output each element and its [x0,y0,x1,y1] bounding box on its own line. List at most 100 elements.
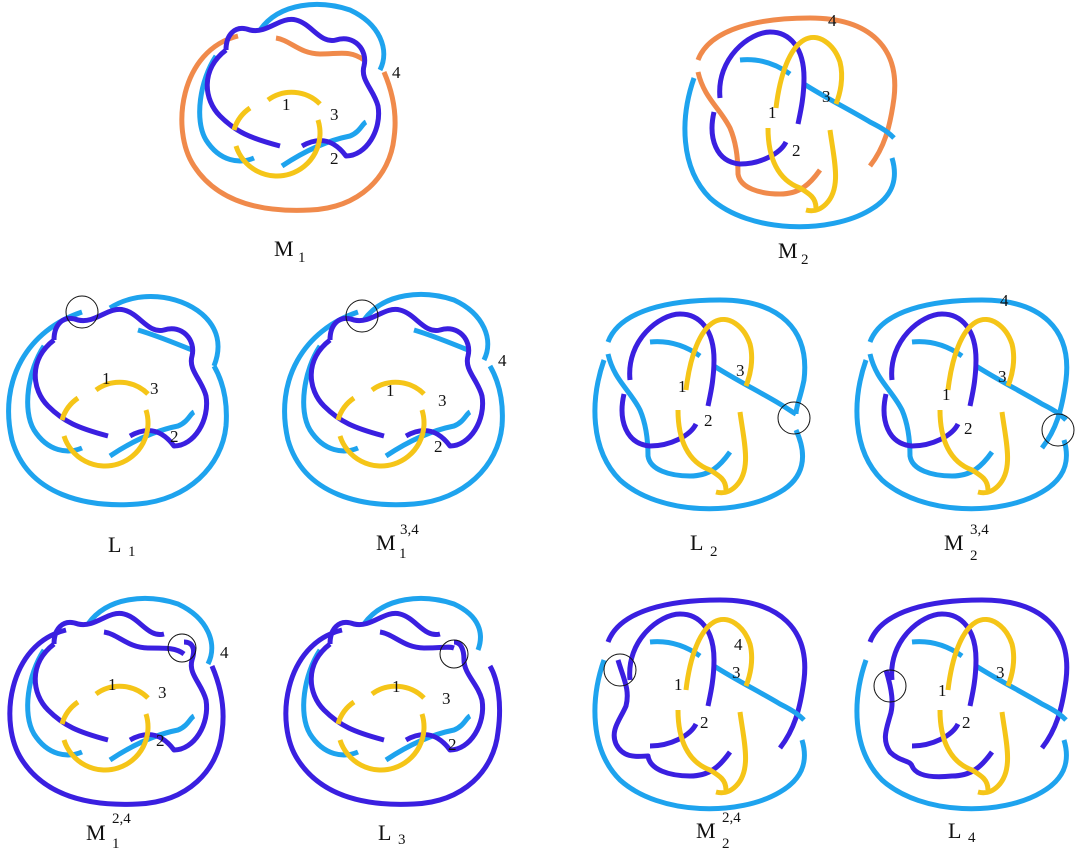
caption-L4: L 4 [948,818,976,846]
caption-sup: 2,4 [722,810,741,826]
strand-component-1 [335,699,356,725]
strand-component-1 [59,395,80,421]
strand-component-3 [867,297,1070,450]
strand-component-2 [327,610,441,645]
caption-main: M [274,236,294,261]
strand-component-3 [739,57,792,77]
caption-sub: 1 [112,836,120,852]
label-two: 2 [704,411,713,430]
diagram-M2-24: 1 3 2 4 [592,597,808,812]
label-four: 4 [498,351,507,370]
label-one: 1 [282,95,291,114]
strand-component-2 [882,669,995,780]
crossing-marker [603,653,637,687]
caption-main: L [948,818,961,843]
label-one: 1 [386,381,395,400]
crossing-marker [167,633,197,663]
caption-sup: 3,4 [400,522,419,538]
strand-component-1 [337,713,427,773]
strand-component-1 [937,409,991,491]
strand-component-3 [592,659,807,812]
caption-M2-34: M 2 3,4 [944,522,989,564]
strand-component-3 [361,596,483,651]
label-three: 3 [442,689,451,708]
label-two: 2 [448,735,457,754]
strand-component-3 [280,119,368,169]
label-two: 2 [330,149,339,168]
caption-L2: L 2 [690,530,718,560]
strand-component-1 [370,379,426,396]
strand-component-2 [889,311,979,407]
strand-component-2 [619,393,699,449]
caption-main: L [108,532,121,557]
label-four: 4 [220,643,229,662]
caption-L3: L 3 [378,820,406,848]
strand-component-1 [370,683,426,700]
caption-main: L [690,530,703,555]
strand-component-3 [974,663,1068,722]
strand-component-1 [773,35,845,109]
caption-sub: 1 [399,546,407,562]
strand-component-3 [413,327,469,353]
strand-component-3 [649,339,702,359]
strand-component-3 [854,659,1069,812]
strand-component-1 [94,683,150,700]
label-two: 2 [792,141,801,160]
caption-sub: 3 [398,832,406,848]
strand-component-1 [683,317,755,391]
diagram-M2-34: 1 3 2 4 [854,291,1075,512]
label-four: 4 [392,63,401,82]
strand-component-1 [765,127,819,209]
caption-M1-34: M 1 3,4 [376,522,419,562]
strand-component-1 [715,411,748,496]
diagram-L4: 1 3 2 [854,597,1070,812]
label-one: 1 [768,103,777,122]
label-two: 2 [964,419,973,438]
strand-component-3 [108,409,196,459]
strand-component-1 [675,409,729,491]
strand-component-2 [404,639,486,753]
strand-component-2 [379,629,455,651]
strand-component-3 [649,639,702,659]
strand-component-3 [137,327,193,353]
strand-component-2 [32,642,109,743]
strand-component-1 [805,129,838,214]
caption-sup: 3,4 [970,522,989,538]
strand-component-3 [282,309,505,508]
caption-M2-24: M 2 2,4 [696,810,741,852]
strand-component-3 [605,297,808,415]
caption-sub: 4 [968,830,976,846]
strand-component-3 [6,309,229,508]
strand-component-2 [611,659,733,779]
label-four: 4 [828,11,837,30]
caption-main: L [378,820,391,845]
strand-component-1 [715,711,748,796]
diagram-M1-24: 1 3 2 4 [7,596,229,807]
label-three: 3 [438,391,447,410]
diagram-L1: 1 3 2 [6,294,229,508]
strand-component-2 [867,597,1070,750]
label-one: 1 [678,377,687,396]
label-three: 3 [822,87,831,106]
strand-component-3 [108,713,196,763]
strand-component-1 [61,713,151,773]
caption-main: M [696,818,716,843]
strand-component-2 [881,393,961,449]
label-two: 2 [156,731,165,750]
strand-component-2 [327,306,486,449]
strand-component-3 [361,292,491,362]
strand-component-3 [974,363,1068,422]
strand-component-3 [911,339,964,359]
strand-component-2 [627,311,717,407]
caption-main: M [86,820,106,845]
caption-M1: M 1 [274,236,306,266]
strand-component-4 [695,71,823,197]
strand-component-3 [854,359,1069,512]
caption-sub: 1 [298,250,306,266]
crossing-marker [439,639,469,669]
strand-component-1 [977,411,1010,496]
strand-component-3 [712,663,806,722]
caption-sup: 2,4 [112,811,131,827]
strand-component-1 [945,317,1017,391]
